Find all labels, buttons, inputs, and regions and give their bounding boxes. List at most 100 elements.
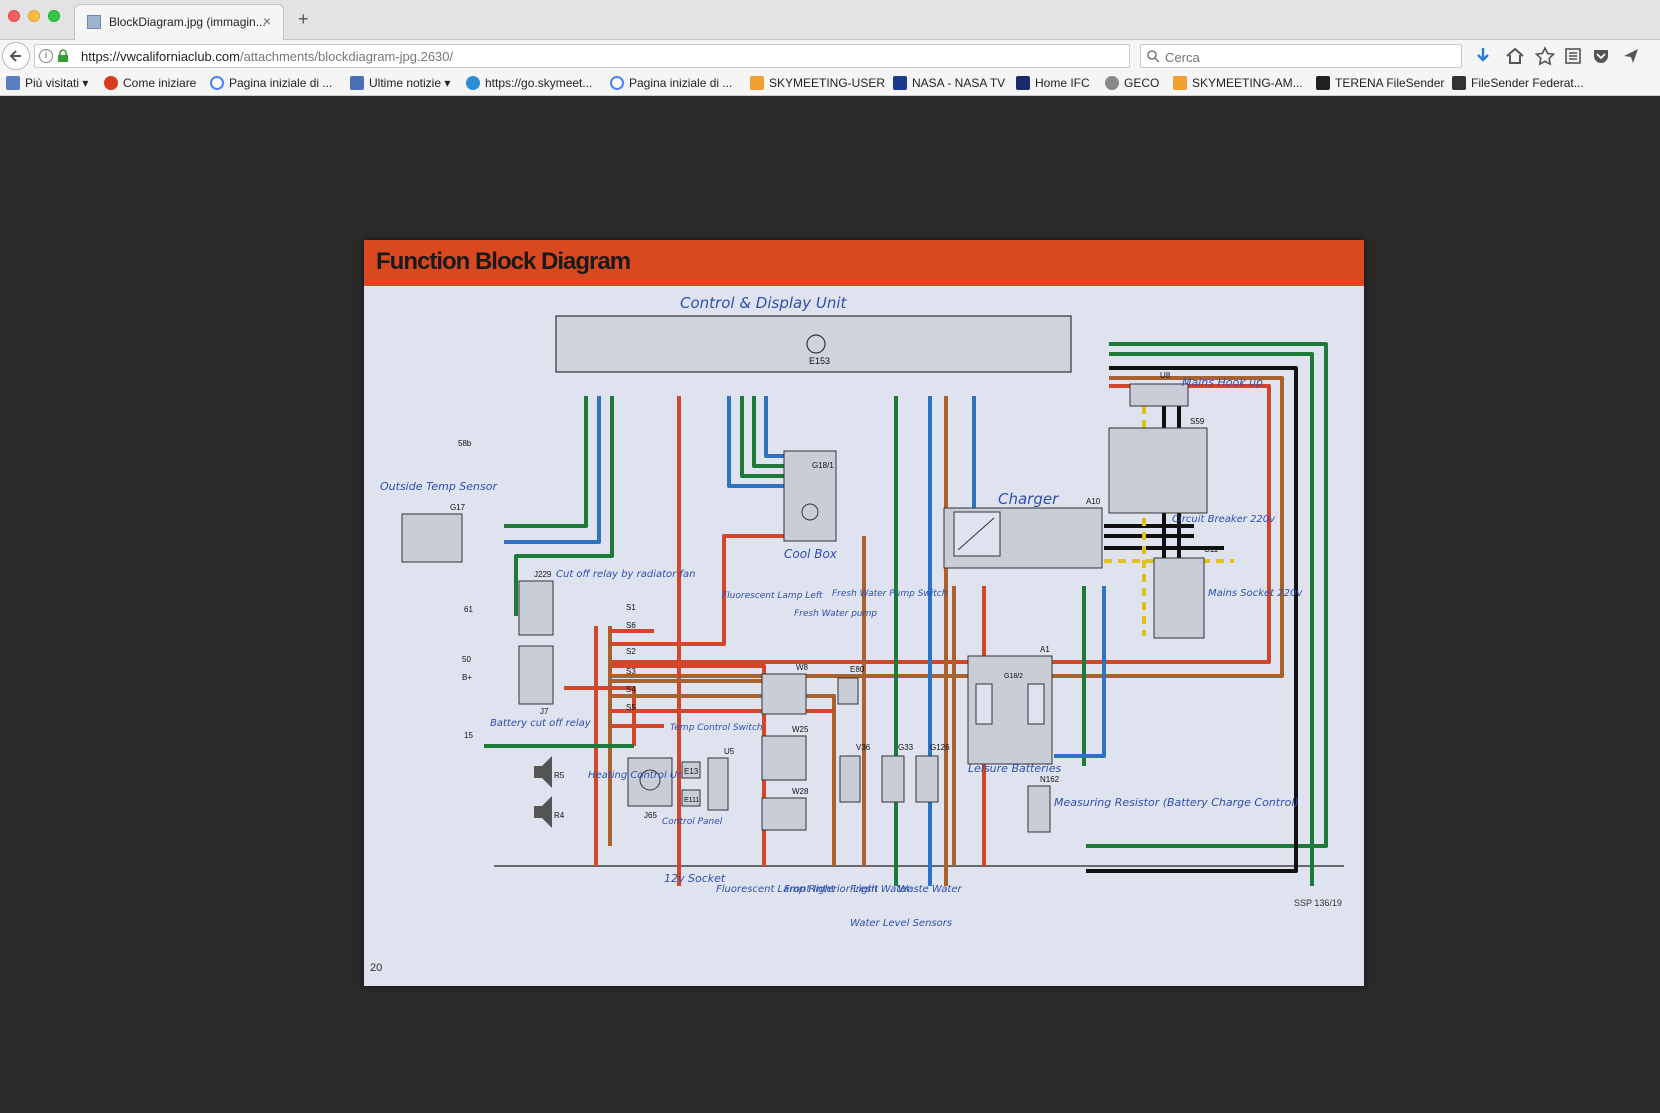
bookmark-label: Pagina iniziale di ... — [629, 76, 733, 90]
bookmark-item[interactable]: Più visitati ▾ — [6, 76, 88, 92]
fuse-s1: S1 — [626, 603, 636, 612]
new-tab-button[interactable]: + — [298, 9, 309, 29]
g182-label: G18/2 — [1004, 673, 1023, 680]
bookmark-label: Pagina iniziale di ... — [229, 76, 333, 90]
j7-label: J7 — [540, 707, 549, 716]
info-icon[interactable]: i — [39, 49, 53, 63]
diagram-photo[interactable]: Function Block Diagram — [364, 240, 1364, 986]
fuse-s3: S3 — [626, 667, 636, 676]
u11-label: U11 — [1204, 545, 1219, 554]
e153-label: E153 — [809, 356, 830, 366]
speakers: R5 R4 — [534, 756, 565, 828]
loads: W8 Fluorescent Lamp Left W25 W28 E80 Fre… — [722, 589, 950, 831]
home-icon[interactable] — [1504, 46, 1526, 66]
reader-list-icon[interactable] — [1562, 46, 1584, 66]
minimize-window-button[interactable] — [28, 10, 40, 22]
navigation-toolbar: i https://vwcaliforniaclub.com/attachmen… — [0, 40, 1660, 72]
firefox-icon — [104, 76, 118, 90]
bookmark-star-icon[interactable] — [1534, 46, 1556, 66]
image-file-icon — [87, 15, 101, 29]
e80-label: E80 — [850, 665, 865, 674]
bookmark-label: Ultime notizie ▾ — [369, 76, 451, 90]
bookmarks-toolbar: Più visitati ▾ Come iniziare Pagina iniz… — [0, 72, 1660, 96]
bookmark-label: FileSender Federat... — [1471, 76, 1584, 90]
u5-label: U5 — [724, 747, 735, 756]
close-window-button[interactable] — [8, 10, 20, 22]
address-bar[interactable]: i https://vwcaliforniaclub.com/attachmen… — [34, 44, 1155, 68]
tab-title: BlockDiagram.jpg (immagin... — [109, 15, 266, 29]
terminal-15: 15 — [464, 731, 473, 740]
bookmark-label: SKYMEETING-AM... — [1192, 76, 1303, 90]
bookmark-item[interactable]: FileSender Federat... — [1452, 76, 1584, 92]
fresh-water-label: Fresh Water — [850, 884, 911, 895]
heating-label: Heating Control Unit — [588, 770, 691, 781]
measuring-label: Measuring Resistor (Battery Charge Contr… — [1054, 796, 1299, 809]
bookmark-item[interactable]: GECO — [1105, 76, 1159, 92]
terminal-61: 61 — [464, 605, 473, 614]
tab-close-icon[interactable]: × — [262, 13, 271, 29]
diagram-title: Function Block Diagram — [376, 248, 631, 275]
a1-label: A1 — [1040, 645, 1050, 654]
skymeeting-icon — [750, 76, 764, 90]
mains-hookup-label: Mains Hook up — [1182, 376, 1263, 389]
back-arrow-icon — [9, 50, 21, 62]
bookmark-item[interactable]: Ultime notizie ▾ — [350, 76, 450, 92]
page-number: 20 — [370, 962, 383, 974]
bookmark-item[interactable]: SKYMEETING-AM... — [1173, 76, 1303, 92]
control-panel-label: Control Panel — [662, 817, 723, 827]
outside-temp-sensor: G17 Outside Temp Sensor — [380, 480, 498, 563]
cool-box-label: Cool Box — [784, 547, 838, 561]
r4-label: R4 — [554, 811, 565, 820]
ssp-code: SSP 136/19 — [1294, 898, 1342, 908]
w8-label: W8 — [796, 663, 809, 672]
mains-hookup: U8 Mains Hook up S59 Circuit Breaker 220… — [1108, 371, 1303, 639]
bookmark-item[interactable]: NASA - NASA TV — [893, 76, 1005, 92]
bookmark-item[interactable]: SKYMEETING-USER — [750, 76, 885, 92]
cool-box: G18/1 Cool Box — [783, 450, 838, 561]
fuse-s6: S6 — [626, 621, 636, 630]
download-icon[interactable] — [1472, 46, 1494, 66]
search-bar[interactable] — [1140, 44, 1462, 68]
outside-temp-label: Outside Temp Sensor — [380, 480, 498, 493]
google-icon — [210, 76, 224, 90]
leisure-batteries: A1 G18/2 Leisure Batteries N162 Measurin… — [967, 645, 1299, 833]
j65-label: J65 — [644, 811, 657, 820]
bookmark-label: TERENA FileSender — [1335, 76, 1445, 90]
back-button[interactable] — [2, 42, 30, 70]
search-input[interactable] — [1163, 46, 1447, 68]
lock-icon[interactable] — [57, 49, 69, 63]
bookmark-item[interactable]: Home IFC — [1016, 76, 1090, 92]
zoom-window-button[interactable] — [48, 10, 60, 22]
circuit-breaker-label: Circuit Breaker 220v — [1172, 514, 1276, 525]
active-tab[interactable]: BlockDiagram.jpg (immagin... × — [74, 4, 284, 40]
temp-switch-label: Temp Control Switch — [670, 723, 763, 733]
bookmark-label: SKYMEETING-USER — [769, 76, 886, 90]
title-banner: Function Block Diagram — [364, 240, 1364, 286]
pocket-icon[interactable] — [1590, 46, 1612, 66]
bookmark-item[interactable]: Pagina iniziale di ... — [610, 76, 732, 92]
rss-icon — [350, 76, 364, 90]
charger: Charger A10 — [943, 490, 1103, 569]
fuse-s2: S2 — [626, 647, 636, 656]
bookmark-label: GECO — [1124, 76, 1160, 90]
wiring-diagram: E153 Control & Display Unit G18/1 Cool B… — [380, 294, 1344, 929]
filesender-icon — [1452, 76, 1466, 90]
bookmark-label: NASA - NASA TV — [912, 76, 1006, 90]
bookmark-label: Home IFC — [1035, 76, 1090, 90]
search-icon — [1147, 50, 1160, 63]
bookmark-item[interactable]: Come iniziare — [104, 76, 196, 92]
globe-icon — [1105, 76, 1119, 90]
skymeeting-icon — [1173, 76, 1187, 90]
bookmark-item[interactable]: TERENA FileSender — [1316, 76, 1444, 92]
charger-label: Charger — [998, 490, 1059, 508]
tab-strip: BlockDiagram.jpg (immagin... × + — [0, 0, 1660, 40]
fluor-right-label: Fluorescent Lamp Right — [716, 884, 836, 895]
url-text[interactable]: https://vwcaliforniaclub.com/attachments… — [81, 49, 453, 64]
terminal-bplus: B+ — [462, 673, 472, 682]
bookmark-item[interactable]: Pagina iniziale di ... — [210, 76, 332, 92]
send-icon[interactable] — [1620, 46, 1642, 66]
level-sensors-label: Water Level Sensors — [850, 918, 952, 929]
g33-label: G33 — [898, 743, 914, 752]
heating-section: J65 Heating Control Unit E13 Temp Contro… — [588, 723, 763, 885]
bookmark-item[interactable]: https://go.skymeet... — [466, 76, 592, 92]
